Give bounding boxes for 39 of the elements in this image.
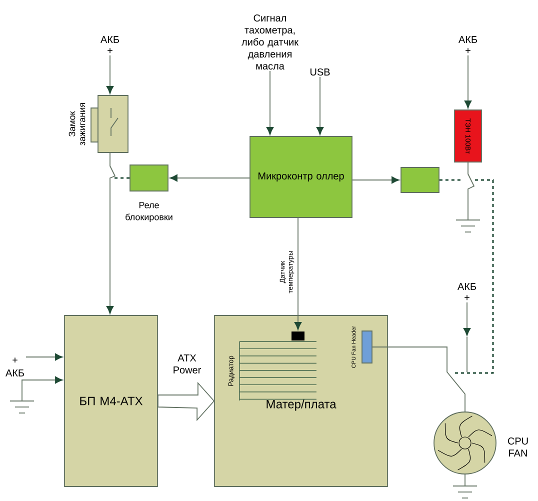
connector-line: [468, 162, 475, 220]
block-box: [400, 167, 440, 193]
caption-text: CPU FAN: [508, 438, 528, 456]
fan-drawing: [434, 412, 496, 474]
arrow: [106, 54, 114, 94]
caption-text: Замок зажигания: [68, 103, 86, 146]
dashed-line: [113, 177, 130, 179]
label-text: + АКБ: [6, 358, 24, 376]
block-box: [90, 95, 128, 153]
arrow: [106, 152, 116, 314]
edge-label: ATX Power: [174, 354, 201, 374]
radiator-drawing: [239, 341, 317, 401]
arrow: [26, 353, 63, 361]
connector-line: [372, 346, 466, 412]
block-arrow: [158, 382, 215, 422]
fan-header: [362, 330, 372, 364]
arrow: [22, 376, 63, 401]
caption-text: Реле блокировки: [126, 202, 172, 222]
arrow: [464, 54, 472, 108]
block-box: Микроконтр оллер: [250, 136, 352, 218]
label-text: Сигнал тахометра, либо датчик давления масла: [242, 14, 299, 70]
ground-symbol: [10, 400, 34, 414]
arrow: [316, 76, 324, 135]
label-text: АКБ +: [100, 36, 120, 54]
connector-line: [464, 474, 466, 486]
arrow: [463, 302, 471, 336]
arrow: [266, 70, 274, 135]
label-text: USB: [310, 68, 330, 76]
block-box: [130, 164, 168, 192]
arrow: [294, 218, 302, 330]
block-box: БП M4-ATX: [64, 315, 158, 487]
label-text: АКБ +: [458, 36, 478, 54]
label-text: АКБ +: [458, 283, 476, 300]
ground-symbol: [452, 486, 478, 498]
sensor-block: [292, 332, 304, 340]
arrow: [170, 174, 250, 182]
dashed-line: [438, 179, 494, 374]
ground-symbol: [456, 220, 480, 232]
arrow: [352, 176, 400, 184]
